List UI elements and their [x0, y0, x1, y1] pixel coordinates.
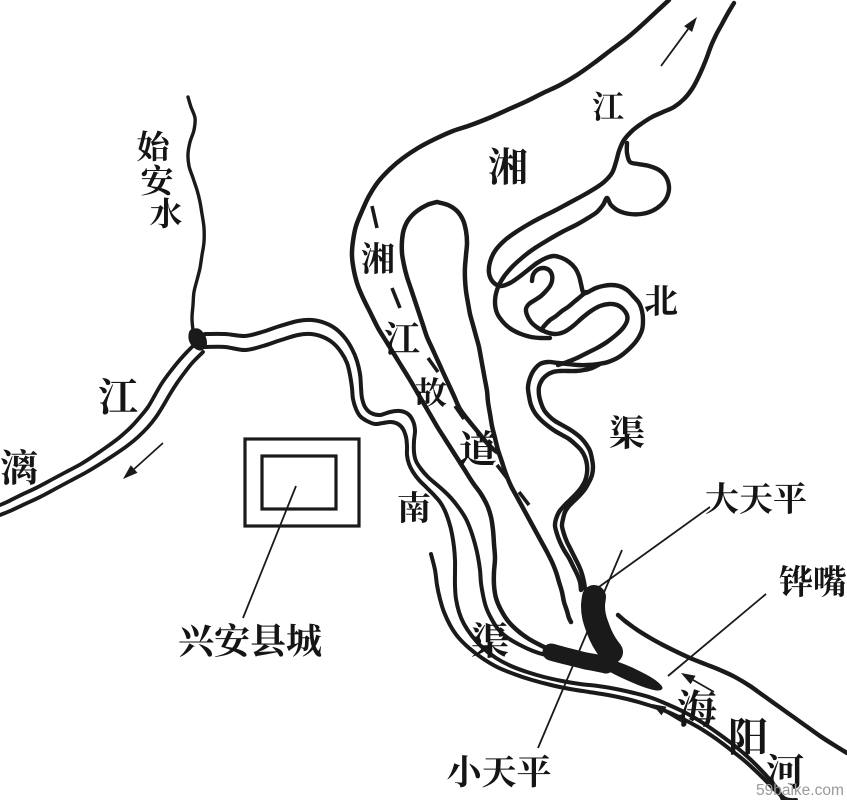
svg-text:59baike.com: 59baike.com	[756, 782, 844, 799]
